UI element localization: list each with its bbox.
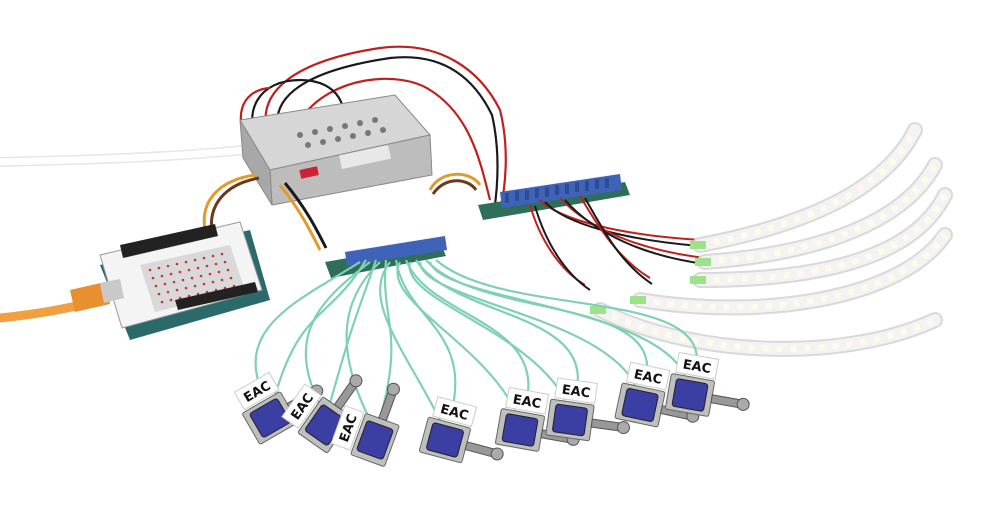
led-feed-wires xyxy=(529,195,706,291)
solenoid-cert-mark: EAC xyxy=(682,357,713,377)
power-supply xyxy=(239,94,433,206)
solenoid: EAC xyxy=(495,386,580,452)
solenoid: EAC xyxy=(545,377,630,442)
solenoid-cert-mark: EAC xyxy=(632,367,663,388)
solenoid-cert-mark: EAC xyxy=(512,392,543,412)
solenoid-cert-mark: EAC xyxy=(561,383,591,402)
solenoid-cert-mark: EAC xyxy=(439,402,470,424)
connector-board-right xyxy=(478,174,630,220)
led-strips xyxy=(590,122,953,357)
led-strip xyxy=(690,122,923,253)
microcontroller-board xyxy=(99,221,270,340)
led-strip xyxy=(590,302,943,357)
usb-cable xyxy=(0,279,124,323)
solenoid: EAC xyxy=(665,351,750,417)
led-strip xyxy=(695,157,943,270)
solenoid: EAC xyxy=(614,361,700,428)
led-strip xyxy=(630,227,953,316)
led-strip xyxy=(690,187,953,288)
signal-cables xyxy=(202,172,482,251)
solenoid: EAC xyxy=(419,396,504,464)
solenoid-wires xyxy=(254,259,699,421)
solenoid: EAC xyxy=(330,382,400,467)
